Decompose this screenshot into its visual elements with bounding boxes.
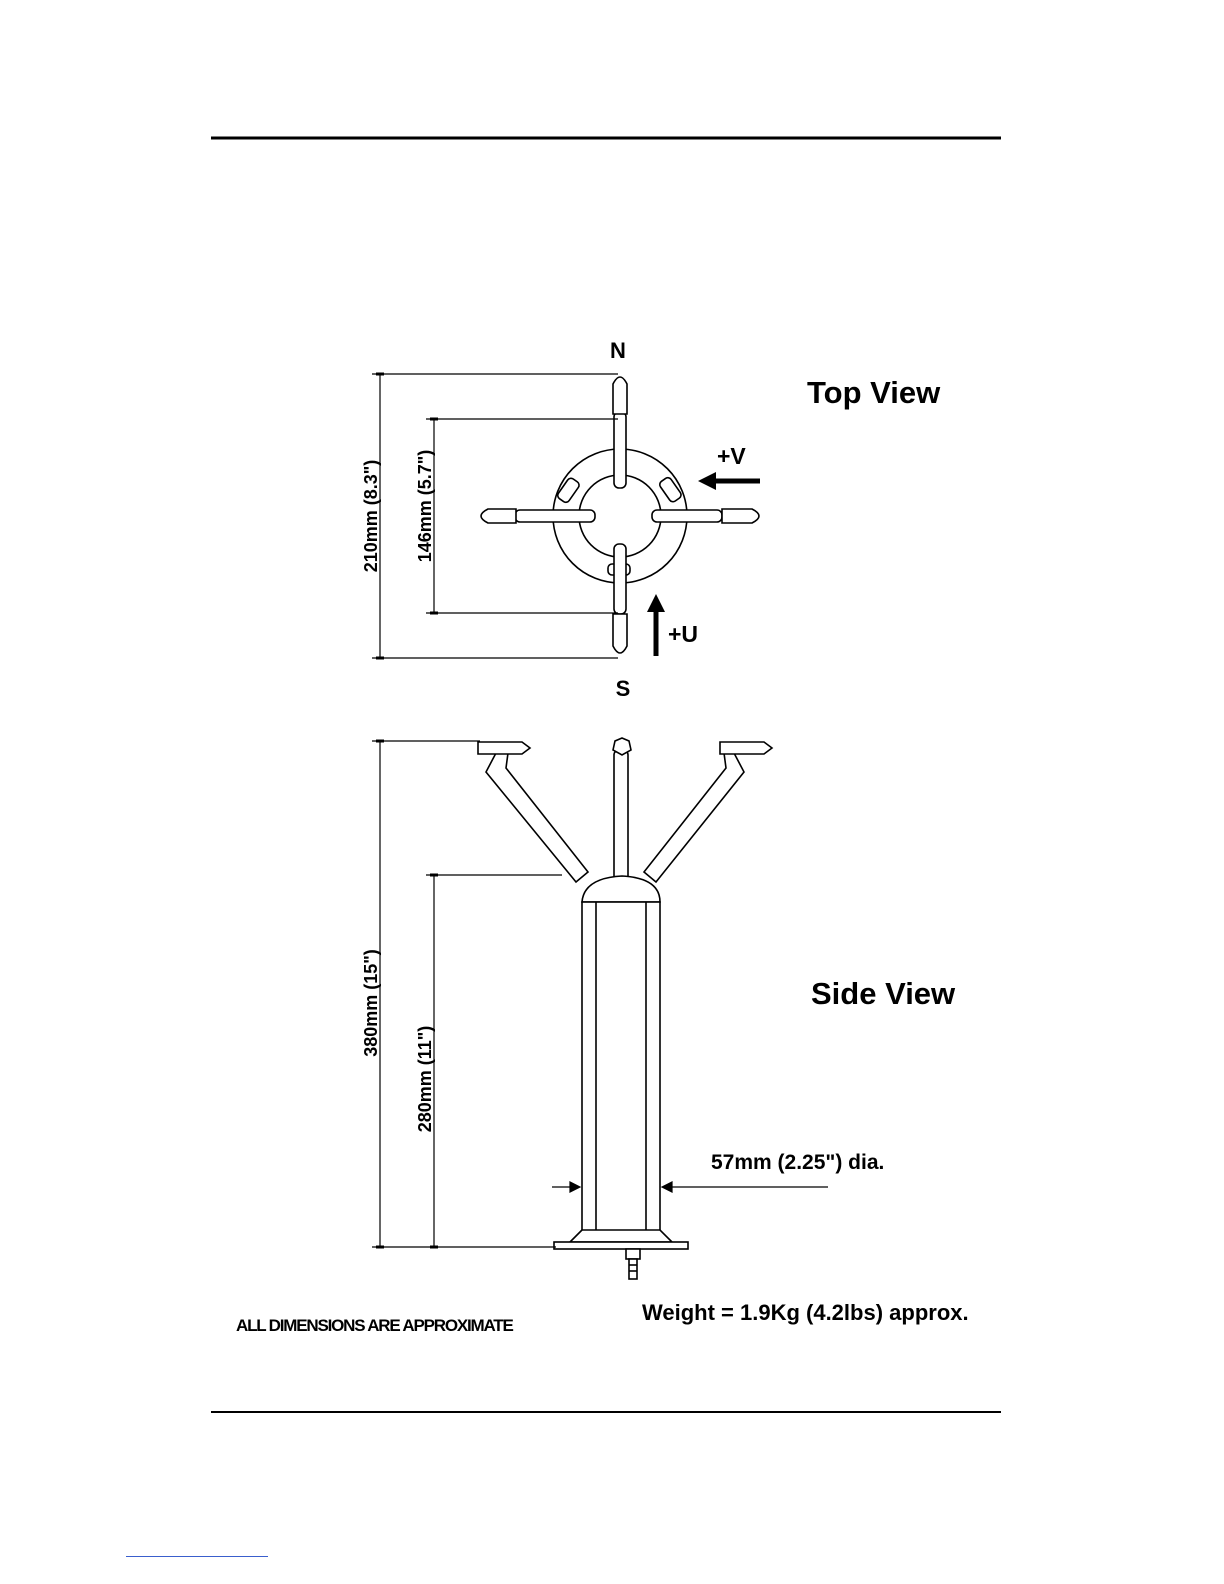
south-label: S: [616, 676, 631, 701]
footnote-separator: [126, 1556, 268, 1557]
diameter-label: 57mm (2.25") dia.: [711, 1151, 884, 1174]
u-axis-label: +U: [668, 621, 698, 647]
overall-width-label: 210mm (8.3"): [361, 460, 381, 573]
v-axis-arrow: [698, 472, 760, 490]
u-axis-arrow: [647, 594, 665, 656]
body-height-label: 280mm (11"): [415, 1026, 435, 1133]
approximate-note: ALL DIMENSIONS ARE APPROXIMATE: [236, 1316, 513, 1336]
overall-height-label: 380mm (15"): [361, 949, 381, 1057]
side-view-drawing: [478, 738, 772, 1279]
top-view-title: Top View: [807, 375, 941, 410]
weight-note: Weight = 1.9Kg (4.2lbs) approx.: [642, 1300, 969, 1326]
side-view-title: Side View: [811, 976, 956, 1011]
v-axis-label: +V: [717, 443, 746, 469]
transducer-span-label: 146mm (5.7"): [415, 450, 435, 563]
north-label: N: [610, 338, 626, 363]
